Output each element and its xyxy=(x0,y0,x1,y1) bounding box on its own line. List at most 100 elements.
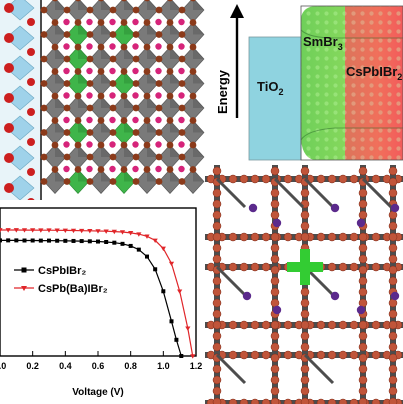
lattice-atom xyxy=(261,350,271,360)
lattice-atom xyxy=(212,298,222,308)
lattice-atom xyxy=(228,320,238,330)
energy-axis: Energy xyxy=(215,4,244,118)
lattice-atom xyxy=(388,210,398,220)
oxygen-atom xyxy=(27,138,35,146)
bromide-atom xyxy=(63,31,71,38)
bromide-atom xyxy=(132,129,140,136)
bromide-atom xyxy=(86,178,94,185)
bromide-atom xyxy=(120,166,128,173)
octahedron-shade xyxy=(170,0,181,10)
tio2-label: TiO2 xyxy=(257,79,283,97)
octahedron-shade xyxy=(55,169,66,182)
bromide-atom xyxy=(63,55,71,63)
bromide-atom xyxy=(189,43,197,51)
lattice-atom xyxy=(250,350,260,360)
lattice-atom xyxy=(358,364,368,374)
octahedron-shade xyxy=(124,71,135,84)
bromide-atom xyxy=(166,141,174,149)
lattice-atom xyxy=(283,320,293,330)
cesium-atom xyxy=(248,203,258,213)
octahedron-shade xyxy=(124,22,135,35)
lattice-atom xyxy=(228,262,238,272)
lattice-atom xyxy=(388,166,398,176)
smbr3-label: SmBr3 xyxy=(303,34,343,52)
octahedron-shade xyxy=(170,96,181,108)
bromide-atom xyxy=(51,166,59,173)
bromide-atom xyxy=(143,166,151,173)
bromide-atom xyxy=(132,6,140,14)
lattice-atom xyxy=(388,331,398,341)
pbbr-octahedron xyxy=(135,169,159,194)
bromide-atom xyxy=(143,117,151,124)
data-point xyxy=(22,238,27,243)
octahedron-shade xyxy=(55,71,66,84)
lattice-atom xyxy=(327,350,337,360)
data-point xyxy=(145,254,149,259)
data-point xyxy=(13,228,19,233)
octahedron-shade xyxy=(78,0,89,10)
cesium-atom xyxy=(132,92,139,99)
data-point xyxy=(0,238,2,243)
bromide-atom xyxy=(63,153,71,161)
bromide-atom xyxy=(143,92,151,100)
x-axis-label: Voltage (V) xyxy=(72,387,123,398)
bromide-atom xyxy=(155,104,163,112)
cesium-atom xyxy=(86,43,93,50)
octahedron-shade xyxy=(78,96,89,108)
oxygen-atom xyxy=(27,48,35,56)
bromide-atom xyxy=(51,19,59,26)
octahedron-shade xyxy=(124,169,135,182)
lattice-depth-rod xyxy=(215,177,247,209)
lattice-atom xyxy=(250,232,260,242)
octahedron-shade xyxy=(170,145,181,157)
lattice-atom xyxy=(371,232,381,242)
bromide-atom xyxy=(51,117,59,124)
lattice-atom xyxy=(371,174,381,184)
octahedron-shade xyxy=(78,120,89,133)
octahedron-shade xyxy=(101,120,112,133)
lattice-atom xyxy=(212,210,222,220)
data-point xyxy=(30,238,35,243)
lattice-atom xyxy=(388,342,398,352)
lattice-atom xyxy=(338,398,348,404)
lattice-atom xyxy=(212,386,222,396)
energy-axis-label: Energy xyxy=(215,69,230,114)
bromide-atom xyxy=(40,31,48,38)
cesium-atom xyxy=(178,165,185,173)
lattice-atom xyxy=(212,342,222,352)
bromide-atom xyxy=(97,141,105,149)
lattice-atom xyxy=(300,364,310,374)
lattice-atom xyxy=(270,199,280,209)
bromide-atom xyxy=(63,104,71,112)
lattice-atom xyxy=(270,320,280,330)
lattice-atom xyxy=(250,262,260,272)
octahedron-shade xyxy=(78,169,89,182)
lattice-atom xyxy=(261,320,271,330)
lattice-atom xyxy=(239,262,249,272)
lattice-atom xyxy=(358,243,368,253)
octahedron-shade xyxy=(124,96,135,108)
octahedron-shade xyxy=(193,120,204,133)
lattice-atom xyxy=(270,276,280,286)
lattice-atom xyxy=(212,232,222,242)
lattice-atom xyxy=(349,350,359,360)
cesium-atom xyxy=(86,67,93,75)
cesium-atom xyxy=(63,67,70,75)
lattice-depth-rod xyxy=(215,353,247,385)
data-point xyxy=(62,228,68,234)
lattice-atom xyxy=(283,174,293,184)
cesium-atom xyxy=(390,203,400,213)
octahedron-shade xyxy=(124,120,135,133)
octahedron-shade xyxy=(170,120,181,133)
cesium-atom xyxy=(109,92,116,99)
octahedron-shade xyxy=(78,47,89,59)
x-tick-label: 0.8 xyxy=(124,361,137,371)
bromide-atom xyxy=(109,31,117,38)
lattice-atom xyxy=(388,375,398,385)
lattice-atom xyxy=(316,398,326,404)
bromide-atom xyxy=(178,178,186,185)
octahedron-shade xyxy=(55,120,66,133)
lattice-structure-panel xyxy=(205,165,403,404)
octahedron-shade xyxy=(147,22,158,35)
octahedron-shade xyxy=(147,47,158,59)
